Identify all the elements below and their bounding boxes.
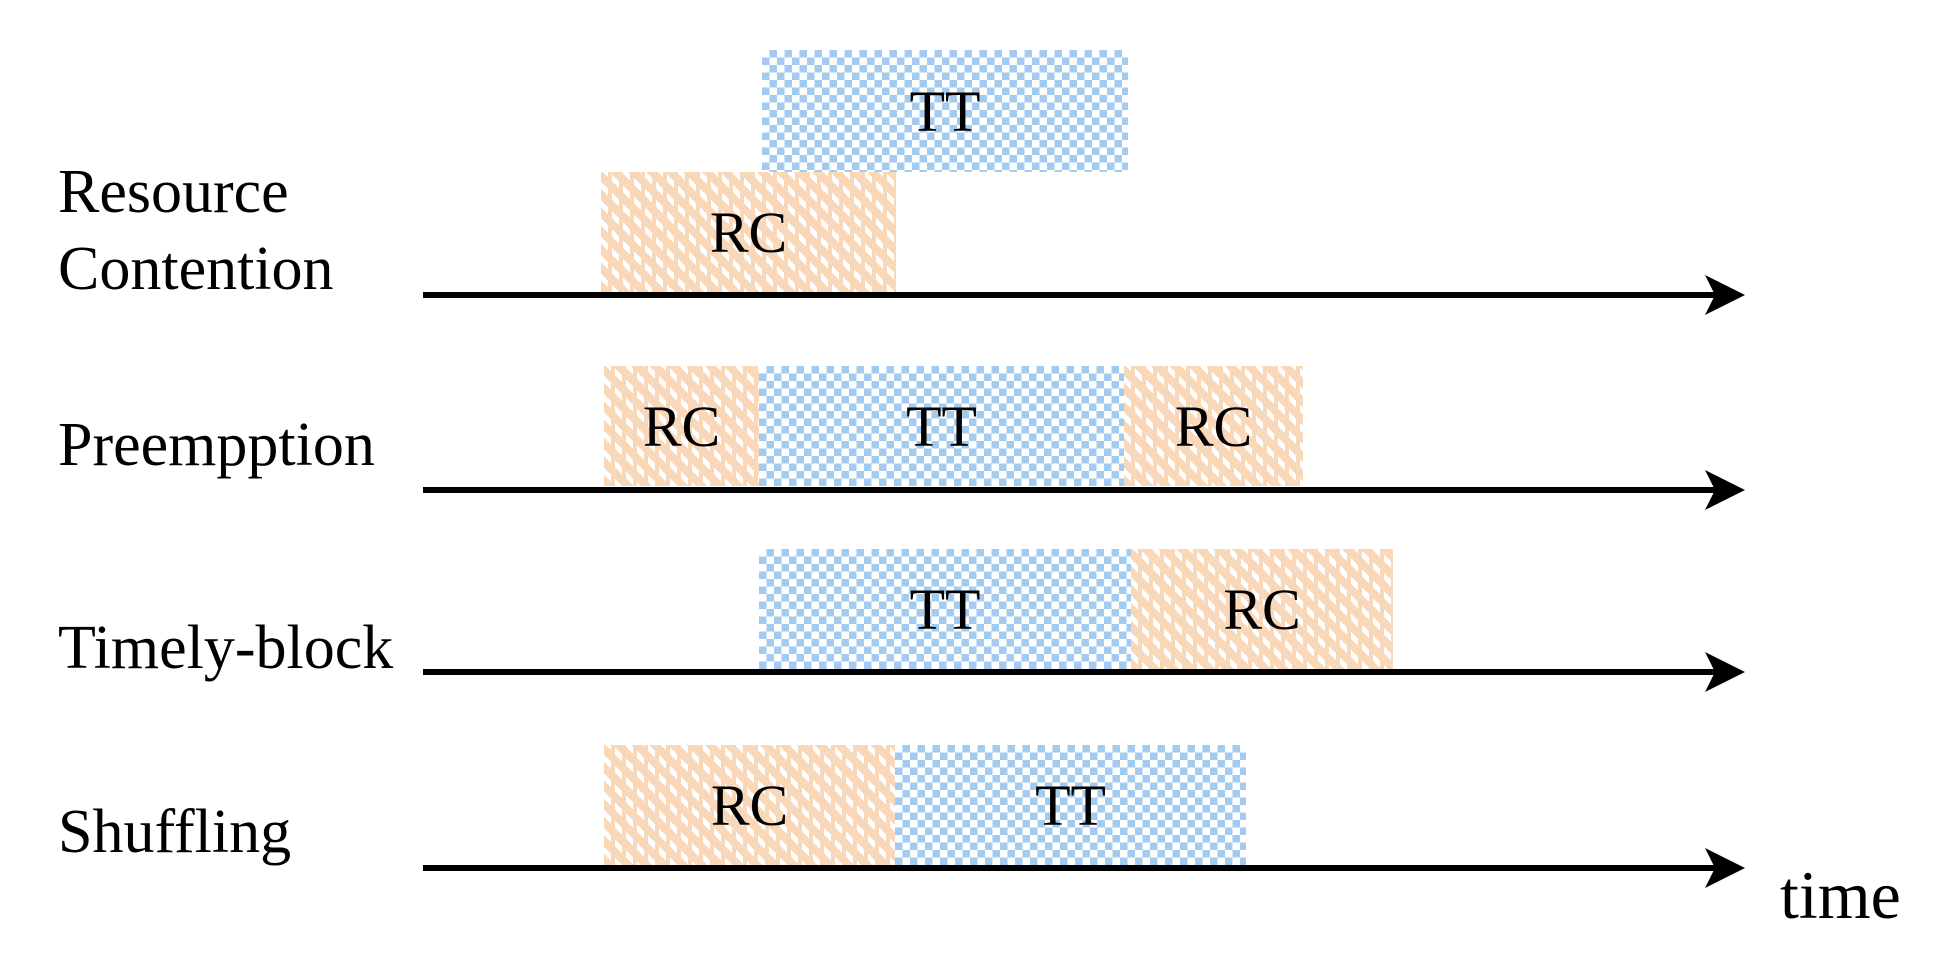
tt-block-label: TT [1035,772,1106,838]
timeline-arrow-row1 [423,275,1745,315]
rc-block-label: RC [710,772,789,838]
rc-block: RC [604,745,895,865]
arrowhead-icon [1705,848,1745,888]
tt-block: TT [895,745,1246,865]
rc-block-label: RC [1223,576,1301,642]
row-label-resource-contention: Resource Contention [58,158,334,303]
arrowhead-icon [1705,275,1745,315]
row-label-timely-block: Timely-block [58,614,394,682]
timeline-arrow-row2 [423,470,1745,510]
tt-block-label: TT [906,393,977,459]
tt-block-label: TT [909,78,981,144]
rc-block: RC [604,366,759,486]
tt-block-label: TT [909,576,981,642]
rc-block-label: RC [642,393,721,459]
row-label-preempption: Preempption [58,411,375,479]
timeline-arrow-row3 [423,652,1745,692]
rc-block-label: RC [1174,393,1253,459]
rc-block: RC [1131,549,1393,669]
tt-block: TT [759,366,1124,486]
arrowhead-icon [1705,652,1745,692]
rc-block-label: RC [709,199,788,265]
rc-block: RC [601,172,896,292]
tt-block: TT [759,549,1131,669]
time-axis-label: time [1780,857,1901,933]
timeline-arrow-row4 [423,848,1745,888]
row-label-shuffling: Shuffling [58,798,292,866]
arrowhead-icon [1705,470,1745,510]
tt-block: TT [762,50,1128,172]
rc-block: RC [1124,366,1303,486]
